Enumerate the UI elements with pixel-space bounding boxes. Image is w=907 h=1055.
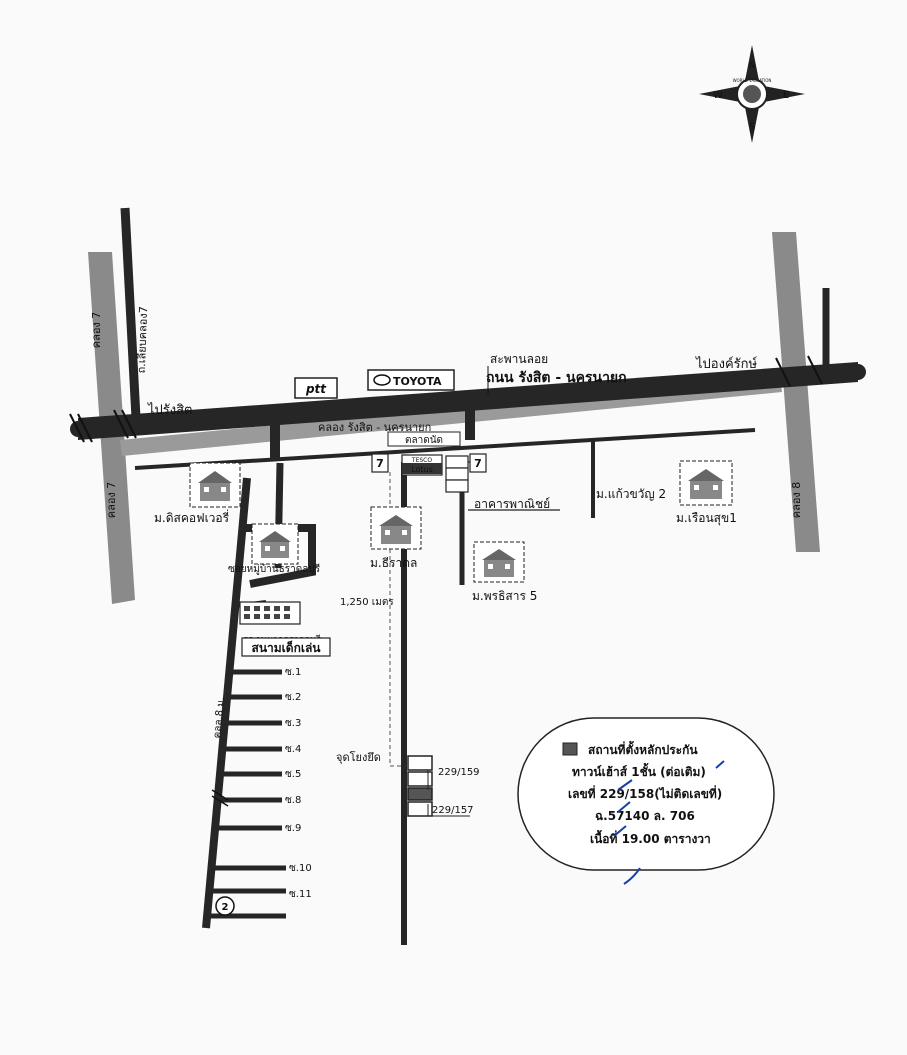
compass-n: N (749, 61, 756, 71)
ref-point-label: จุดโยงยึด (336, 750, 381, 764)
toyota-logo: TOYOTA (393, 375, 442, 388)
khlong8-lane-label: คลล.8 ม. (212, 697, 227, 739)
house-icon-discovery (189, 462, 241, 508)
canal8-label: คลอง 8 (790, 482, 803, 519)
to-rangsit-label: ไปรังสิต (147, 402, 193, 418)
house-icon-village-soi (251, 523, 299, 565)
kaewkhwan-label: ม.แก้วขวัญ 2 (596, 487, 666, 501)
lotus-label: Lotus (411, 465, 433, 474)
commercial-blocks (445, 455, 560, 511)
village-soi-label: ซอยหมู่บ้านธราดลบุรี (228, 563, 321, 575)
pornsiri-label: ม.พรธิสาร 5 (472, 589, 537, 603)
house-no-157: 229/157 (432, 805, 474, 816)
compass-ring-text: WORLD VALUATION (733, 78, 772, 83)
canal7-bottom-label: คลอง 7 (105, 482, 118, 519)
compass-w: W (713, 90, 723, 101)
canal-8-right (772, 232, 820, 552)
ptt-logo: ptt (305, 382, 327, 396)
playground-label: สนามเด็กเล่น (252, 640, 322, 655)
soi-4-label: ซ.4 (285, 744, 301, 755)
soi-1-label: ซ.1 (285, 667, 301, 678)
bridge-label: สะพานลอย (490, 352, 548, 366)
canal7-top-label: คลอง 7 (90, 312, 103, 349)
soi-lines (209, 669, 286, 919)
compass-rose: N W E S WORLD VALUATION (699, 45, 805, 143)
toyota-logo-box (367, 369, 455, 391)
house-icon-thanarat (370, 506, 422, 550)
frontage-road (134, 428, 756, 470)
canal-main-label: คลอง รังสิต - นครนายก (318, 421, 431, 434)
market-label: ตลาดนัด (405, 435, 443, 446)
road-cut-marks (69, 355, 823, 443)
soi-labels: ซ.1 ซ.2 ซ.3 ซ.4 ซ.5 ซ.8 ซ.9 ซ.10 ซ.11 (285, 667, 312, 900)
seven-eleven-right: 7 (474, 457, 482, 470)
legend-line3: เลขที่ 229/158(ไม่ติดเลขที่) (568, 785, 722, 801)
playground-box (241, 637, 331, 657)
main-road-label: ถนน รังสิต - นครนายก (486, 370, 627, 386)
legend-line1: สถานที่ตั้งหลักประกัน (588, 740, 698, 757)
soi-9-label: ซ.9 (285, 823, 301, 834)
distance-label: 1,250 เมตร (340, 597, 394, 608)
soi-10-label: ซ.10 (289, 863, 312, 874)
legend-swatch (562, 742, 578, 756)
khlong8-lane (202, 477, 251, 929)
school-icon (239, 601, 301, 625)
legend-line4: ฉ.57140 ล. 706 (595, 809, 695, 823)
compass-e: E (783, 90, 789, 101)
ptt-logo-box (294, 377, 338, 399)
lieb-khlong-label: ถ.เลียบคลอง7 (135, 306, 150, 374)
legend-line5: เนื้อที่ 19.00 ตารางวา (590, 829, 711, 846)
badge-circle (215, 896, 235, 916)
soi-5-label: ซ.5 (285, 769, 301, 780)
tesco-label: TESCO (411, 457, 432, 464)
house-icon-pornsiri (473, 541, 525, 583)
property-blocks (407, 755, 470, 817)
legend-line2: ทาวน์เฮ้าส์ 1ชั้น (ต่อเติม) (572, 762, 706, 779)
discovery-label: ม.ดิสคอฟเวอรี่ (154, 509, 230, 525)
soi-3-label: ซ.3 (285, 718, 301, 729)
compass-s: S (749, 122, 755, 133)
thanarat-label: ม.ธีราดล (370, 556, 417, 570)
lieb-khlong-road (120, 207, 141, 419)
soi-8-label: ซ.8 (285, 795, 301, 806)
collateral-legend: สถานที่ตั้งหลักประกัน ทาวน์เฮ้าส์ 1ชั้น … (517, 717, 775, 885)
house-no-159: 229/159 (438, 767, 480, 778)
soi-11-label: ซ.11 (289, 889, 312, 900)
badge-number: 2 (222, 902, 229, 913)
soi-2-label: ซ.2 (285, 692, 301, 703)
commercial-label: อาคารพาณิชย์ (474, 497, 550, 511)
ruensuk-label: ม.เรือนสุข1 (676, 511, 737, 526)
seven-eleven-left: 7 (376, 457, 384, 470)
house-icon-ruensuk (679, 460, 733, 506)
to-ongkharak-label: ไปองค์รักษ์ (695, 356, 757, 372)
